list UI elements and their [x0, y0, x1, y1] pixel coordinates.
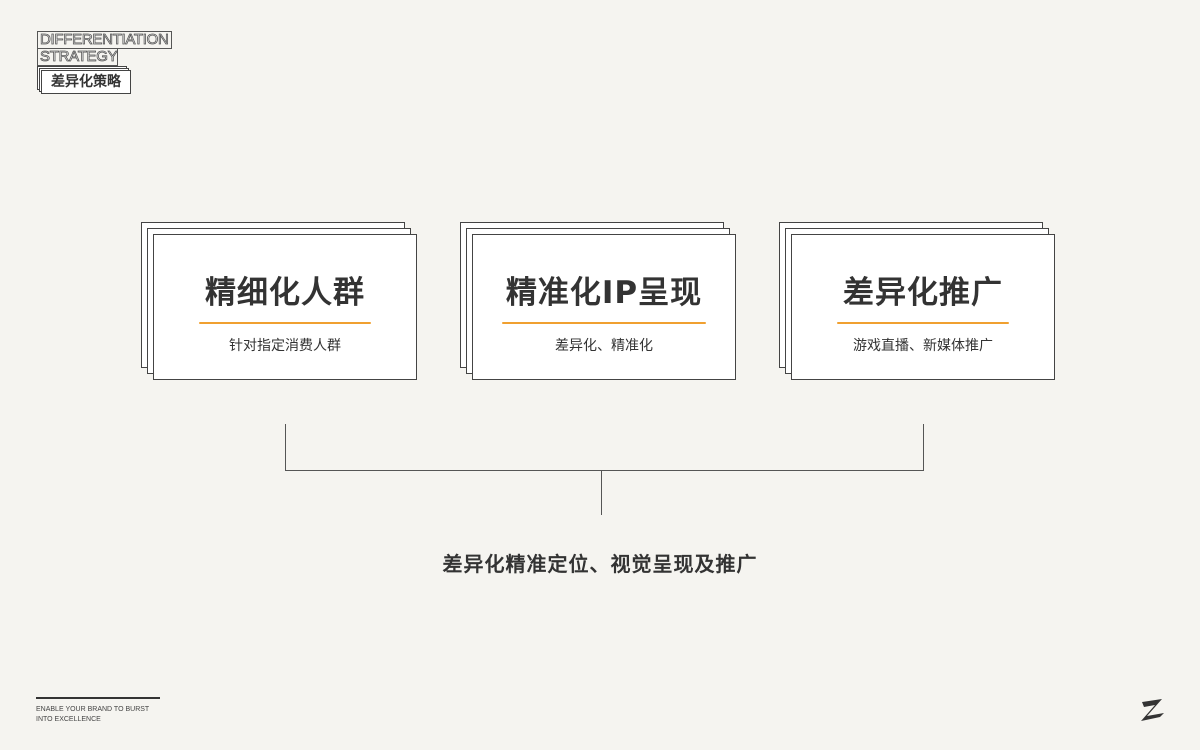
accent-underline — [837, 322, 1009, 324]
accent-underline — [502, 322, 706, 324]
card-promotion: 差异化推广 游戏直播、新媒体推广 — [779, 222, 1055, 380]
card-title: 精细化人群 — [205, 275, 365, 311]
footer-tagline: ENABLE YOUR BRAND TO BURST INTO EXCELLEN… — [36, 705, 149, 725]
card-subtitle: 差异化、精准化 — [555, 338, 653, 354]
brand-logo-icon — [1141, 699, 1164, 721]
card-front: 精准化IP呈现 差异化、精准化 — [472, 234, 736, 380]
card-title: 精准化IP呈现 — [505, 275, 703, 311]
card-subtitle: 游戏直播、新媒体推广 — [853, 338, 993, 354]
card-audience: 精细化人群 针对指定消费人群 — [141, 222, 417, 380]
card-ip: 精准化IP呈现 差异化、精准化 — [460, 222, 736, 380]
header-line2: STRATEGY — [37, 48, 118, 66]
card-title: 差异化推广 — [843, 275, 1003, 311]
card-front: 精细化人群 针对指定消费人群 — [153, 234, 417, 380]
connector-right — [923, 424, 924, 471]
tagline-line2: INTO EXCELLENCE — [36, 716, 101, 723]
header-line1: DIFFERENTIATION — [37, 31, 172, 49]
summary-text: 差异化精准定位、视觉呈现及推广 — [442, 552, 758, 576]
connector-center — [601, 470, 602, 515]
footer-divider — [36, 697, 160, 699]
connector-horizontal — [285, 470, 924, 471]
card-front: 差异化推广 游戏直播、新媒体推广 — [791, 234, 1055, 380]
tagline-line1: ENABLE YOUR BRAND TO BURST — [36, 706, 150, 713]
header-title-cn: 差异化策略 — [41, 70, 131, 94]
accent-underline — [199, 322, 371, 324]
card-subtitle: 针对指定消费人群 — [229, 338, 341, 354]
connector-left — [285, 424, 286, 471]
